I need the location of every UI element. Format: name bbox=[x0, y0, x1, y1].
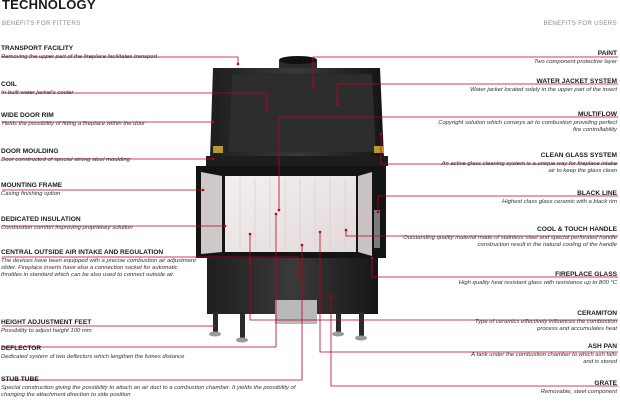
flue-opening bbox=[279, 56, 317, 64]
feature-grate: GRATE Removable, steel component bbox=[540, 380, 617, 395]
cool-touch-handle bbox=[374, 210, 380, 248]
feature-height-adjustment-feet: HEIGHT ADJUSTMENT FEET Possibility to ad… bbox=[1, 319, 92, 334]
feature-water-jacket-system: WATER JACKET SYSTEM Water jacket located… bbox=[470, 78, 617, 93]
feature-fireplace-glass: FIREPLACE GLASS High quality heat resist… bbox=[458, 271, 617, 286]
fireplace-glass bbox=[225, 176, 356, 252]
foot bbox=[213, 312, 218, 334]
feature-ash-pan: ASH PAN A tank under the combustion cham… bbox=[471, 343, 617, 366]
feature-stub-tube: STUB TUBE Special construction giving th… bbox=[1, 376, 296, 399]
feature-door-moulding: DOOR MOULDING Door constructed of specia… bbox=[1, 148, 131, 163]
page-title: TECHNOLOGY bbox=[2, 0, 96, 12]
brass-clip-right bbox=[374, 146, 384, 153]
right-subtitle: BENEFITS FOR USERS bbox=[543, 20, 617, 27]
feature-central-air-intake: CENTRAL OUTSIDE AIR INTAKE AND REGULATIO… bbox=[1, 249, 196, 279]
leader-dots bbox=[201, 62, 383, 328]
feature-deflector: DEFLECTOR Dedicated system of two deflec… bbox=[1, 345, 185, 360]
feature-ceramiton: CERAMITON Type of ceramics effectively i… bbox=[475, 310, 617, 333]
feature-multiflow: MULTIFLOW Copyright solution which conve… bbox=[438, 111, 617, 134]
ceramic-lining bbox=[239, 178, 346, 250]
feature-dedicated-insulation: DEDICATED INSULATION Combustion comfort … bbox=[1, 216, 133, 231]
side-glass bbox=[201, 172, 222, 254]
foot bbox=[359, 312, 364, 338]
door-rim bbox=[206, 156, 388, 166]
feature-paint: PAINT Two component protective layer bbox=[533, 50, 617, 65]
feature-clean-glass-system: CLEAN GLASS SYSTEM An active glass clean… bbox=[441, 152, 618, 175]
feature-transport-facility: TRANSPORT FACILITY Removing the upper pa… bbox=[1, 45, 158, 60]
feature-cool-touch-handle: COOL & TOUCH HANDLE Outstanding quality … bbox=[403, 226, 617, 249]
left-subtitle: BENEFITS FOR FITTERS bbox=[2, 20, 81, 27]
leader-lines bbox=[2, 56, 618, 387]
feature-black-line: BLACK LINE Highest class glass ceramic w… bbox=[502, 190, 617, 205]
feature-mounting-frame: MOUNTING FRAME Casing finishing option bbox=[1, 182, 63, 197]
brass-clip-left bbox=[213, 146, 223, 153]
feature-coil: COIL In-built water jacket's cooler bbox=[1, 81, 74, 96]
foot bbox=[336, 312, 341, 334]
feature-wide-door-rim: WIDE DOOR RIM Yields the possibility of … bbox=[1, 112, 145, 127]
foot bbox=[240, 314, 245, 340]
